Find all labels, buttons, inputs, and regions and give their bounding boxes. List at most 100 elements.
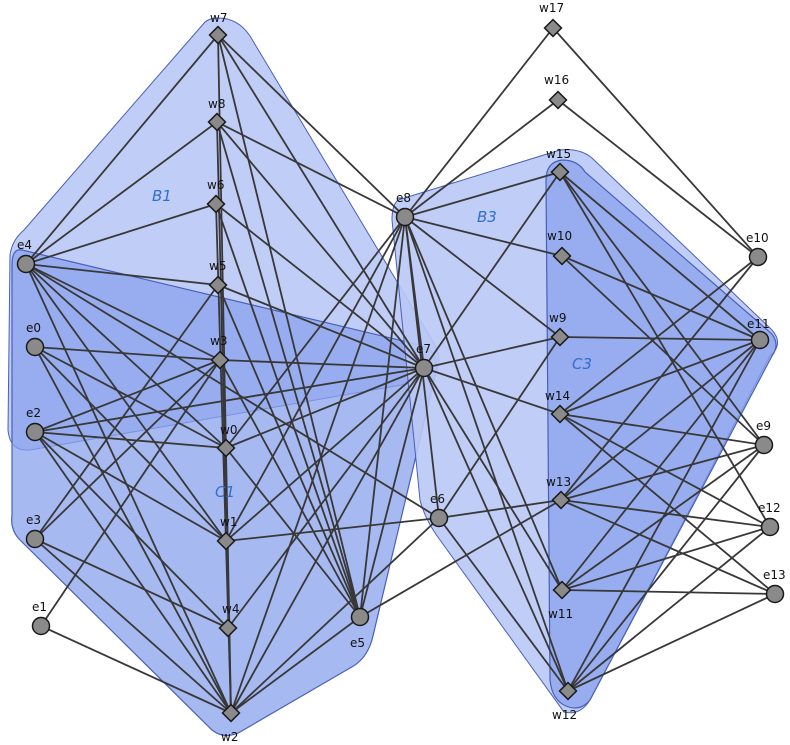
node-e1 bbox=[31, 616, 51, 636]
node-w16 bbox=[548, 90, 568, 110]
node-e6 bbox=[429, 508, 449, 528]
edge-w0-e8 bbox=[225, 216, 406, 449]
edge-w14-e10 bbox=[559, 256, 759, 415]
edge-w12-e9 bbox=[567, 444, 765, 692]
edge-e7-w14 bbox=[423, 367, 561, 415]
edge-w11-e11 bbox=[561, 339, 761, 591]
edge-e5-e8 bbox=[359, 216, 406, 618]
node-e5 bbox=[350, 607, 370, 627]
node-label-w3: w3 bbox=[210, 334, 227, 348]
node-label-e8: e8 bbox=[396, 191, 411, 205]
node-label-e0: e0 bbox=[26, 321, 41, 335]
node-e12 bbox=[760, 517, 780, 537]
node-w3 bbox=[210, 350, 230, 370]
node-w11 bbox=[552, 580, 572, 600]
node-label-e12: e12 bbox=[758, 501, 781, 515]
edge-w10-e9 bbox=[561, 255, 765, 446]
edge-w2-e2 bbox=[34, 431, 232, 714]
edge-w0-e0 bbox=[34, 346, 227, 449]
node-e4 bbox=[16, 254, 36, 274]
edge-w13-e10 bbox=[560, 256, 759, 501]
edge-e8-w10 bbox=[404, 216, 563, 257]
edge-w0-e7 bbox=[225, 367, 425, 449]
group-label-c3: C3 bbox=[572, 355, 592, 373]
edge-w0-e2 bbox=[34, 431, 227, 449]
node-label-w7: w7 bbox=[210, 11, 227, 25]
node-label-w5: w5 bbox=[209, 259, 226, 273]
edge-w8-e4 bbox=[25, 121, 218, 265]
edge-w6-e4 bbox=[25, 203, 217, 265]
node-label-e2: e2 bbox=[26, 406, 41, 420]
edge-e7-w12 bbox=[423, 367, 569, 692]
node-w5 bbox=[208, 275, 228, 295]
edge-e6-w13 bbox=[438, 499, 562, 519]
edge-e7-w15 bbox=[423, 171, 561, 369]
edge-w11-e13 bbox=[561, 589, 776, 595]
edge-w15-e11 bbox=[559, 171, 761, 341]
edge-w3-e7 bbox=[219, 359, 425, 369]
edge-w1-e4 bbox=[25, 263, 227, 542]
edge-w7-e5 bbox=[217, 34, 361, 618]
edge-e3-w3 bbox=[34, 359, 221, 540]
edge-w15-e9 bbox=[559, 171, 765, 446]
edge-w7-e4 bbox=[25, 34, 219, 265]
edge-e7-e5 bbox=[359, 367, 425, 618]
edge-w11-e12 bbox=[561, 526, 771, 591]
node-w10 bbox=[552, 246, 572, 266]
edge-e8-w12 bbox=[404, 216, 569, 692]
node-w2 bbox=[221, 703, 241, 723]
edge-w14-e9 bbox=[559, 413, 765, 446]
edge-w8-e7 bbox=[216, 121, 425, 369]
group-labels-layer: B1 B3 C1 C3 bbox=[152, 187, 592, 501]
node-label-e7: e7 bbox=[416, 342, 431, 356]
edge-w5-e3 bbox=[34, 284, 219, 540]
node-e10 bbox=[748, 247, 768, 267]
edge-e2-w4 bbox=[34, 431, 229, 629]
edge-w2-e7 bbox=[230, 367, 425, 714]
edge-w3-e4 bbox=[25, 263, 221, 361]
edge-w10-e11 bbox=[561, 255, 761, 341]
edge-w12-e11 bbox=[567, 339, 761, 692]
edge-e8-w15 bbox=[404, 171, 561, 218]
node-label-e3: e3 bbox=[26, 513, 41, 527]
edge-w5-e5 bbox=[217, 284, 361, 618]
edge-w9-e11 bbox=[559, 336, 761, 341]
node-label-w13: w13 bbox=[546, 475, 571, 489]
edge-w1-e2 bbox=[34, 431, 227, 542]
edge-w13-e13 bbox=[560, 499, 776, 595]
node-label-w0: w0 bbox=[220, 423, 237, 437]
node-e9 bbox=[754, 435, 774, 455]
edge-w2-e5 bbox=[230, 616, 361, 714]
node-label-w12: w12 bbox=[552, 708, 577, 722]
node-e0 bbox=[25, 337, 45, 357]
node-label-e5: e5 bbox=[350, 636, 365, 650]
edge-w2-e1 bbox=[40, 625, 232, 714]
edge-e8-w17 bbox=[404, 27, 554, 218]
node-e11 bbox=[750, 330, 770, 350]
edge-w1-e7 bbox=[225, 367, 425, 542]
node-w9 bbox=[550, 327, 570, 347]
node-label-w11: w11 bbox=[548, 607, 573, 621]
edge-e2-e7 bbox=[34, 367, 425, 433]
edge-w3-e5 bbox=[219, 359, 361, 618]
node-label-e10: e10 bbox=[746, 231, 769, 245]
node-w12 bbox=[558, 681, 578, 701]
node-label-e1: e1 bbox=[32, 600, 47, 614]
node-label-w9: w9 bbox=[549, 311, 566, 325]
edge-w14-e13 bbox=[559, 413, 776, 595]
node-w1 bbox=[216, 531, 236, 551]
edge-e6-w9 bbox=[438, 336, 561, 519]
edge-w15-e12 bbox=[559, 171, 771, 528]
node-w6 bbox=[206, 194, 226, 214]
node-label-w1: w1 bbox=[220, 515, 237, 529]
edge-w12-e13 bbox=[567, 593, 776, 692]
node-label-w6: w6 bbox=[207, 178, 224, 192]
node-label-w16: w16 bbox=[544, 73, 569, 87]
node-w17 bbox=[543, 18, 563, 38]
edge-w2-e3 bbox=[34, 538, 232, 714]
node-w13 bbox=[551, 490, 571, 510]
edge-e6-w12 bbox=[438, 517, 569, 692]
node-e8 bbox=[395, 207, 415, 227]
region-c3 bbox=[545, 159, 777, 709]
